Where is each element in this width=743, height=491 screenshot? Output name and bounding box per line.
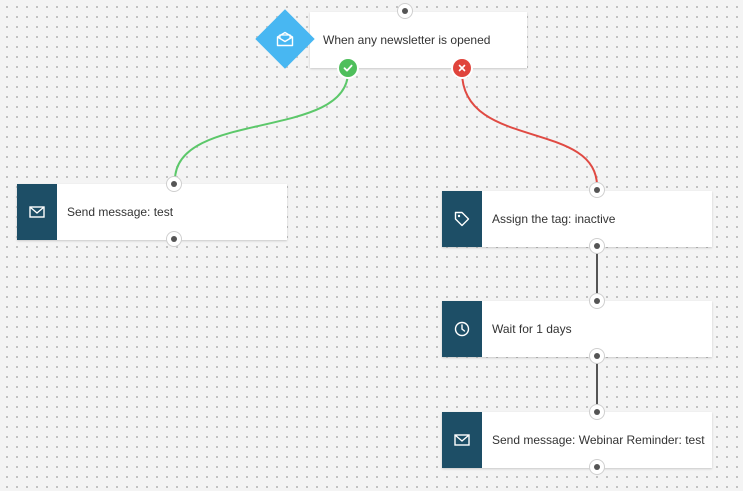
send-reminder-output-port[interactable] <box>589 459 605 475</box>
send-message-test-icon-box <box>17 184 57 240</box>
tag-icon <box>454 211 470 227</box>
send-message-test-output-port[interactable] <box>166 231 182 247</box>
envelope-icon <box>29 206 45 218</box>
wait-node[interactable]: Wait for 1 days <box>442 301 712 357</box>
wait-label: Wait for 1 days <box>492 322 572 336</box>
check-icon <box>343 63 353 73</box>
assign-tag-node[interactable]: Assign the tag: inactive <box>442 191 712 247</box>
assign-tag-icon-box <box>442 191 482 247</box>
wait-icon-box <box>442 301 482 357</box>
clock-icon <box>454 321 470 337</box>
trigger-input-port[interactable] <box>397 3 413 19</box>
send-reminder-icon-box <box>442 412 482 468</box>
yes-outcome[interactable] <box>339 59 357 77</box>
no-outcome[interactable] <box>453 59 471 77</box>
envelope-icon <box>454 434 470 446</box>
close-icon <box>458 64 466 72</box>
send-reminder-input-port[interactable] <box>589 404 605 420</box>
send-reminder-label: Send message: Webinar Reminder: test <box>492 433 705 447</box>
trigger-node[interactable]: When any newsletter is opened <box>310 12 527 68</box>
assign-tag-output-port[interactable] <box>589 238 605 254</box>
trigger-label: When any newsletter is opened <box>323 33 491 47</box>
assign-tag-input-port[interactable] <box>589 182 605 198</box>
wait-output-port[interactable] <box>589 348 605 364</box>
assign-tag-label: Assign the tag: inactive <box>492 212 616 226</box>
send-message-test-input-port[interactable] <box>166 176 182 192</box>
send-reminder-node[interactable]: Send message: Webinar Reminder: test <box>442 412 712 468</box>
yes-branch-wire <box>174 71 349 181</box>
wait-input-port[interactable] <box>589 293 605 309</box>
envelope-open-icon <box>266 20 304 58</box>
send-message-test-label: Send message: test <box>67 205 174 219</box>
no-branch-wire <box>461 71 598 187</box>
send-message-test-node[interactable]: Send message: test <box>17 184 287 240</box>
